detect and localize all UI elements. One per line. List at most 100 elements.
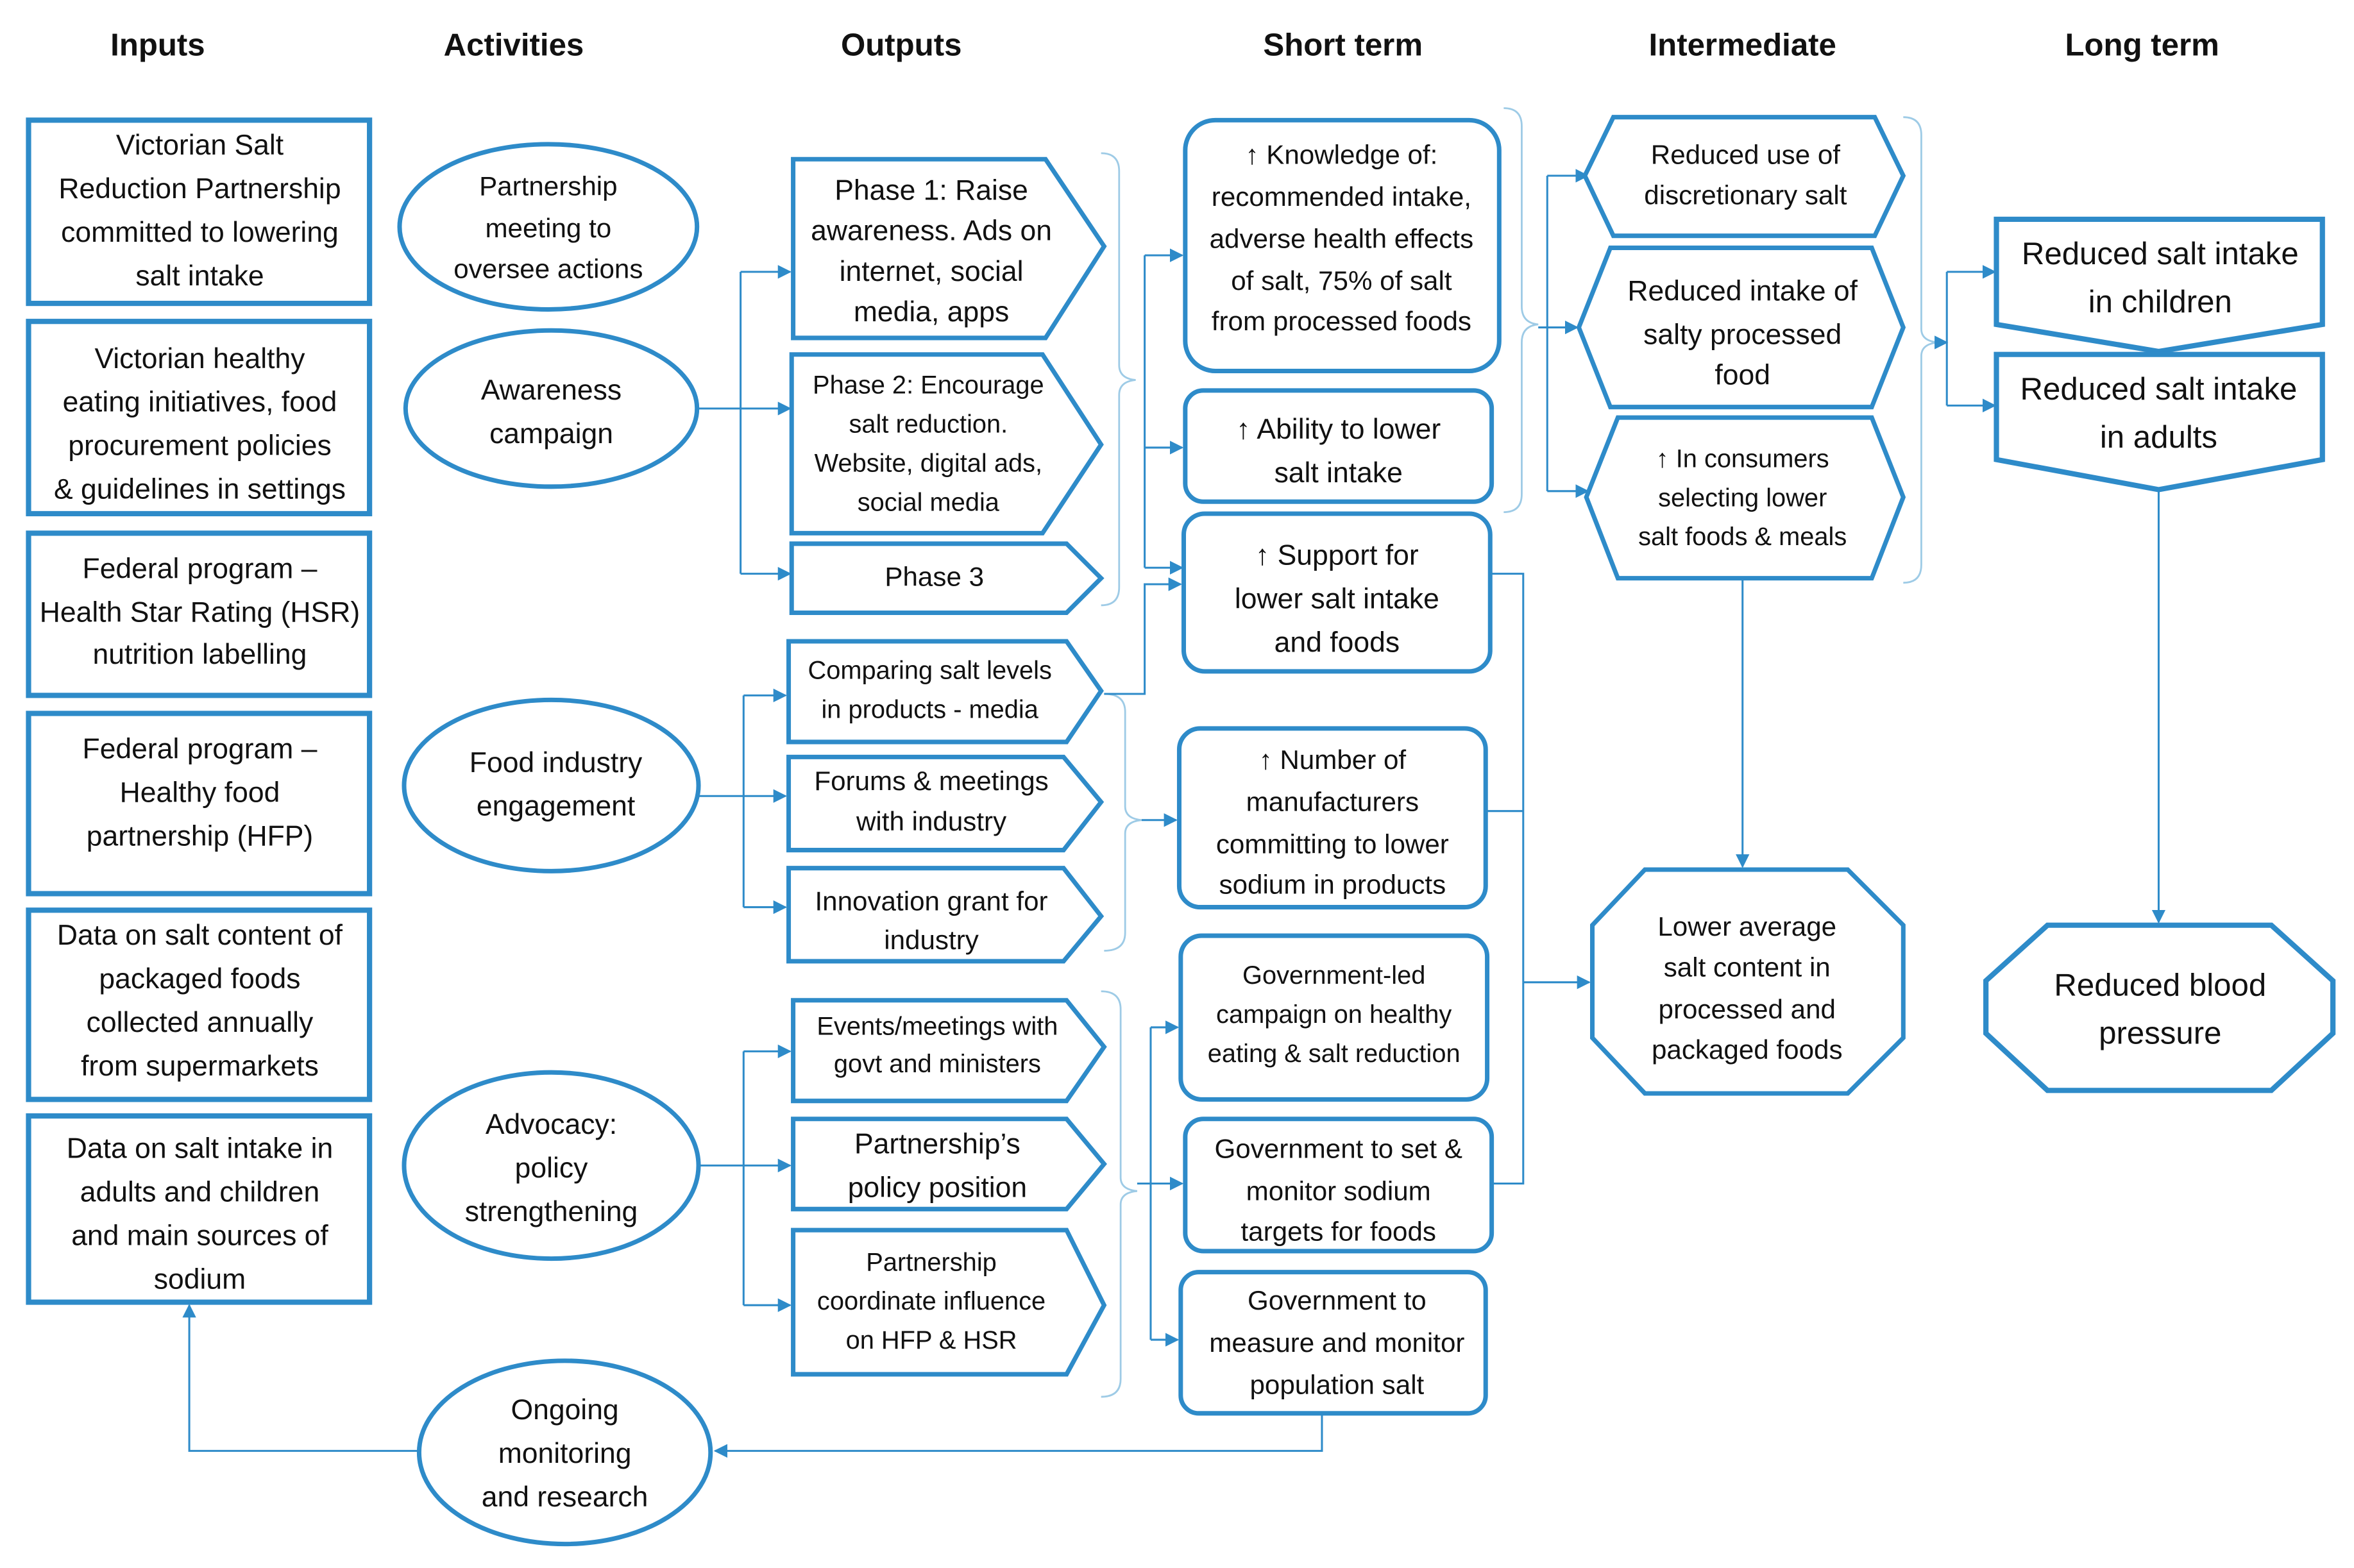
label-line: in adults [2100,419,2217,455]
activity-food-industry [402,697,701,873]
label-line: monitoring [498,1438,632,1469]
label-line: Government-led [1242,961,1425,990]
label-line: Forums & meetings [814,766,1048,796]
output-coordinate [791,1227,1107,1377]
output-innovation [786,866,1105,964]
label-line: with industry [856,806,1006,836]
header-short-term: Short term [1263,28,1423,63]
short-term-gov-measure [1178,1270,1488,1416]
short-term-manufacturers [1176,726,1488,910]
label-line: lower salt intake [1235,584,1439,615]
label-line: Data on salt intake in [67,1133,333,1165]
label-line: Reduced blood [2054,968,2266,1003]
header-inputs: Inputs [110,28,205,63]
short-term-brace [1503,107,1539,514]
input-box [26,319,373,517]
label-line: & guidelines in settings [54,474,346,505]
label-line: Partnership [866,1248,997,1276]
connectors [182,169,2166,1458]
label-line: policy [515,1152,588,1184]
label-line: social media [858,488,1000,516]
label-line: Awareness [481,375,622,406]
label-line: policy position [848,1172,1027,1204]
label-line: recommended intake, [1212,181,1471,212]
label-line: salt intake [135,260,264,292]
short-term-support [1181,511,1493,674]
input-label: Federal program –Health Star Rating (HSR… [40,553,360,670]
intermediate-brace [1903,116,1938,584]
label-line: Government to [1248,1285,1427,1315]
input-box [26,117,373,307]
label-line: committing to lower [1216,829,1449,859]
output-comparing-label: Comparing salt levels in products - media [808,657,1051,724]
long-term-adults [1994,351,2325,493]
label-line: salt intake [1274,457,1403,489]
short-term-gov-measure-label: Government to measure and monitor populati… [1209,1285,1464,1399]
label-line: measure and monitor [1209,1328,1464,1358]
label-line: selecting lower [1658,484,1827,512]
label-line: ↑ Ability to lower [1236,414,1441,445]
input-box [26,711,373,897]
header-long-term: Long term [2065,28,2219,63]
label-line: Health Star Rating (HSR) [40,597,360,628]
output-phase2 [789,352,1104,535]
label-line: strengthening [465,1196,638,1227]
label-line: Government to set & [1214,1134,1462,1164]
label-line: Healthy food [120,777,280,809]
label-line: from processed foods [1212,306,1471,336]
input-box [26,530,373,698]
header-activities: Activities [444,28,584,63]
long-term-children [1994,216,2325,355]
label-line: adults and children [80,1177,319,1208]
label-line: adverse health effects [1210,223,1474,253]
label-line: campaign on healthy [1216,1000,1452,1029]
label-line: population salt [1249,1369,1424,1399]
label-line: monitor sodium [1246,1176,1431,1206]
label-line: Reduced intake of [1627,275,1858,307]
output-comparing [786,639,1104,745]
label-line: on HFP & HSR [846,1326,1017,1354]
label-line: and main sources of [71,1220,328,1252]
label-line: internet, social [840,256,1024,287]
label-line: nutrition labelling [93,639,307,670]
label-line: salt reduction. [849,410,1008,438]
activity-partnership-meeting [397,142,700,312]
label-line: engagement [477,791,636,822]
input-box [26,1113,373,1305]
label-line: Comparing salt levels [808,657,1051,685]
label-line: salty processed [1643,319,1842,350]
short-term-ability [1183,388,1495,504]
label-line: and research [482,1481,648,1513]
label-line: and foods [1274,627,1400,658]
input-label: Data on salt intake in adults and childre… [67,1133,333,1295]
label-line: in products - media [821,695,1038,723]
label-line: from supermarkets [81,1050,319,1082]
label-line: processed and [1659,994,1836,1024]
output-phase1 [791,156,1107,341]
label-line: Reduced salt intake [2020,371,2298,407]
short-term-gov-targets [1183,1117,1495,1254]
label-line: ↑ Knowledge of: [1245,139,1437,169]
header-outputs: Outputs [841,28,961,63]
label-line: Events/meetings with [817,1013,1058,1041]
label-line: Data on salt content of [57,920,343,951]
outputs-advocacy-brace [1101,990,1138,1398]
intermediate-processed [1576,245,1906,410]
long-term-adults-label: Reduced salt intake in adults [2020,371,2298,455]
